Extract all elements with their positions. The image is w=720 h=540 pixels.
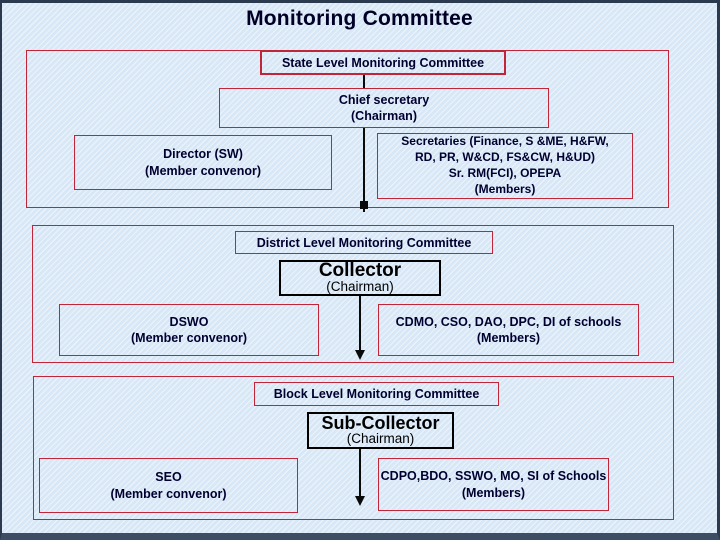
- state-members-line: RD, PR, W&CD, FS&CW, H&UD): [415, 150, 595, 165]
- district-convenor-title: DSWO: [169, 314, 209, 329]
- connector-state-label-to-chairman: [363, 75, 365, 88]
- district-members-line: CDMO, CSO, DAO, DPC, DI of schools: [395, 314, 622, 329]
- district-section-box: [32, 225, 674, 363]
- connector-district-chairman-down: [359, 296, 361, 351]
- district-label-box: District Level Monitoring Committee: [235, 231, 493, 254]
- state-chairman-title: Chief secretary: [338, 92, 430, 107]
- block-members-line: (Members): [461, 485, 526, 500]
- district-convenor-box: DSWO (Member convenor): [59, 304, 319, 356]
- connector-state-chairman-down: [363, 128, 365, 212]
- block-label-box: Block Level Monitoring Committee: [254, 382, 499, 406]
- state-members-line: Secretaries (Finance, S &ME, H&FW,: [401, 134, 609, 149]
- district-label-text: District Level Monitoring Committee: [256, 235, 472, 250]
- state-members-line: (Members): [474, 181, 536, 196]
- block-chairman-box: Sub-Collector (Chairman): [307, 412, 454, 449]
- state-convenor-title: Director (SW): [163, 147, 243, 162]
- connector-block-chairman-down: [359, 449, 361, 497]
- state-members-box: Secretaries (Finance, S &ME, H&FW, RD, P…: [377, 133, 633, 199]
- state-convenor-role: (Member convenor): [145, 163, 261, 178]
- block-convenor-title: SEO: [155, 470, 182, 485]
- district-chairman-box: Collector (Chairman): [279, 260, 441, 296]
- block-label-text: Block Level Monitoring Committee: [273, 387, 480, 401]
- block-chairman-role: (Chairman): [346, 431, 415, 447]
- arrow-down-icon: [355, 350, 365, 360]
- state-label-box: State Level Monitoring Committee: [260, 50, 506, 75]
- block-convenor-role: (Member convenor): [110, 486, 227, 501]
- block-section-box: [33, 376, 674, 520]
- block-members-box: CDPO,BDO, SSWO, MO, SI of Schools (Membe…: [378, 458, 609, 511]
- connector-state-end-node: [360, 201, 368, 209]
- block-chairman-title: Sub-Collector: [321, 413, 440, 434]
- block-convenor-box: SEO (Member convenor): [39, 458, 298, 513]
- district-chairman-title: Collector: [318, 260, 402, 282]
- state-chairman-role: (Chairman): [351, 109, 417, 123]
- state-label-text: State Level Monitoring Committee: [281, 55, 485, 70]
- page-title: Monitoring Committee: [246, 7, 473, 30]
- state-convenor-box: Director (SW) (Member convenor): [74, 135, 332, 190]
- district-members-line: (Members): [476, 331, 541, 345]
- district-convenor-role: (Member convenor): [131, 331, 247, 345]
- state-members-line: Sr. RM(FCI), OPEPA: [448, 166, 562, 180]
- district-chairman-role: (Chairman): [326, 279, 394, 295]
- state-chairman-box: Chief secretary (Chairman): [219, 88, 549, 128]
- arrow-down-icon: [355, 496, 365, 506]
- district-members-box: CDMO, CSO, DAO, DPC, DI of schools (Memb…: [378, 304, 639, 356]
- block-members-line: CDPO,BDO, SSWO, MO, SI of Schools: [380, 469, 607, 484]
